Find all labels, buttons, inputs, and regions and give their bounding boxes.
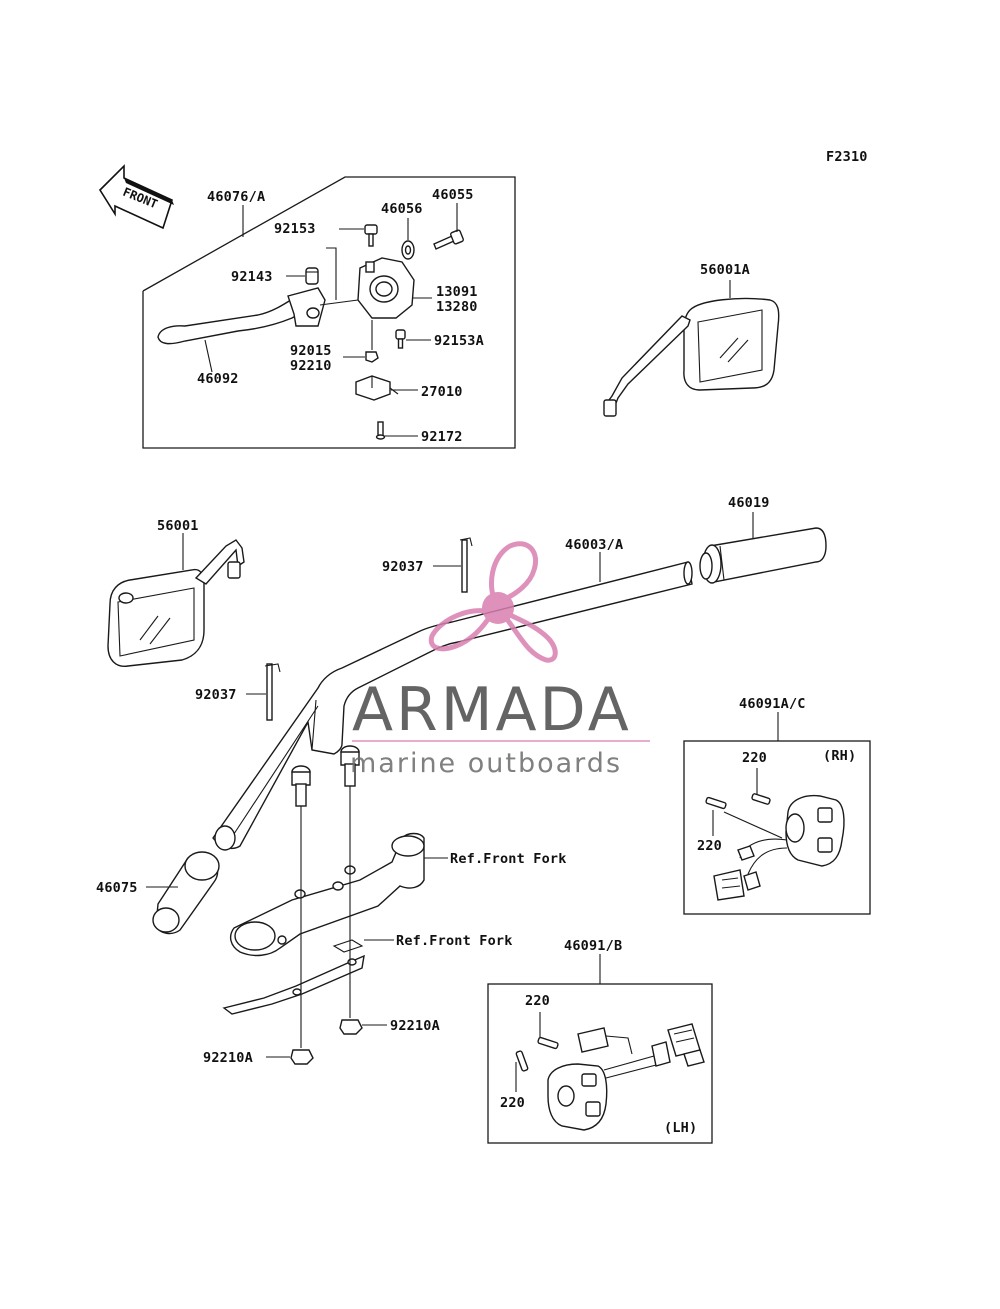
label-92037-lower: 92037 <box>195 687 237 703</box>
handlebar-holder-bracket-part <box>229 832 425 957</box>
lh-handlebar-switch-part <box>515 1023 705 1131</box>
lever-holder-part <box>319 257 415 319</box>
lh-switch-box <box>487 954 713 1144</box>
label-92015: 92015 <box>290 343 332 359</box>
label-46056: 46056 <box>381 201 423 217</box>
front-arrow-icon: FRONT <box>98 164 174 230</box>
label-46092: 46092 <box>197 371 239 387</box>
bolt-92153-part <box>364 224 378 247</box>
rh-handlebar-switch-part <box>705 793 845 901</box>
label-ref-front-fork-lower: Ref.Front Fork <box>396 933 513 949</box>
watermark-title: ARMADA <box>352 675 632 745</box>
label-92153A: 92153A <box>434 333 484 349</box>
label-56001A: 56001A <box>700 262 750 278</box>
wire-band-92037-upper-part <box>459 537 473 593</box>
mirror-56001-part <box>107 539 245 667</box>
clutch-lever-part <box>157 287 326 345</box>
armada-logo-watermark: ARMADA marine outboards <box>350 541 650 779</box>
label-92210A-right: 92210A <box>390 1018 440 1034</box>
throttle-grip-46019-part <box>699 527 827 584</box>
label-27010: 27010 <box>421 384 463 400</box>
label-220-lh-top: 220 <box>525 993 550 1009</box>
mirror-56001A-part <box>603 297 780 417</box>
nut-92210A-right-part <box>339 1019 363 1035</box>
screw-92153A-part <box>395 329 406 349</box>
label-13091: 13091 <box>436 284 478 300</box>
label-92172: 92172 <box>421 429 463 445</box>
label-92210: 92210 <box>290 358 332 374</box>
clutch-switch-27010-part <box>355 375 399 401</box>
label-56001: 56001 <box>157 518 199 534</box>
washer-46056-part <box>401 240 415 260</box>
label-46075: 46075 <box>96 880 138 896</box>
propeller-logo-icon <box>428 541 558 663</box>
label-220-lh-left: 220 <box>500 1095 525 1111</box>
figure-code: F2310 <box>826 149 868 165</box>
watermark-subtitle: marine outboards <box>350 748 622 779</box>
nut-92210A-left-part <box>290 1049 314 1065</box>
label-46091AC: 46091A/C <box>739 696 806 712</box>
label-13280: 13280 <box>436 299 478 315</box>
label-46091B: 46091/B <box>564 938 622 954</box>
label-92153: 92153 <box>274 221 316 237</box>
label-46076A: 46076/A <box>207 189 265 205</box>
wire-band-92037-lower-part <box>264 663 281 721</box>
label-92143: 92143 <box>231 269 273 285</box>
label-lh: (LH) <box>664 1120 697 1136</box>
label-92037-upper: 92037 <box>382 559 424 575</box>
label-92210A-left: 92210A <box>203 1050 253 1066</box>
label-46019: 46019 <box>728 495 770 511</box>
rh-switch-box <box>683 712 871 915</box>
handlebar-46003-part <box>212 561 693 851</box>
clutch-lever-assembly-box <box>142 176 516 449</box>
left-grip-46075-part <box>152 851 220 935</box>
label-rh: (RH) <box>823 748 856 764</box>
label-220-rh-top: 220 <box>742 750 767 766</box>
label-46055: 46055 <box>432 187 474 203</box>
nut-92015-part <box>365 351 379 363</box>
collar-92143-part <box>305 267 319 285</box>
label-220-rh-left: 220 <box>697 838 722 854</box>
screw-92172-part <box>375 421 386 440</box>
screw-46055-part <box>433 229 464 250</box>
label-46003A: 46003/A <box>565 537 623 553</box>
label-ref-front-fork-upper: Ref.Front Fork <box>450 851 567 867</box>
